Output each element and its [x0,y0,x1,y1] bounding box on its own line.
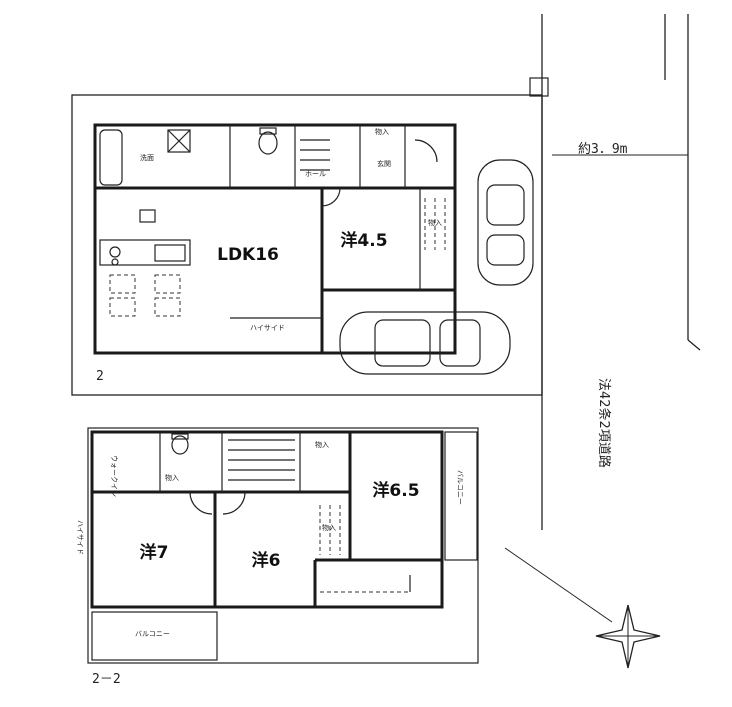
car-icons [339,159,534,375]
label-walkin: ウォークイン [110,455,118,497]
label-entrance: 玄関 [377,159,391,168]
label-balcony-2: バルコニー [456,470,464,505]
room-western-6: 洋6 [252,550,281,571]
room-western-4-5: 洋4.5 [340,230,387,251]
floor2-walls [87,427,479,664]
label-storage-2: 物入 [165,473,179,482]
room-ldk: LDK16 [217,245,279,265]
frontage-label: 約3．9m [578,142,628,157]
floor-2-label: 2－2 [92,672,121,687]
label-balcony-1: バルコニー [135,630,170,638]
road-label: 法42条2項道路 [596,378,612,468]
label-storage-1: 物入 [428,218,442,227]
compass-icon [504,547,661,669]
room-western-7: 洋7 [140,542,169,563]
label-storage-4: 物入 [322,523,336,532]
floor1-walls [93,123,457,355]
room-western-6-5: 洋6.5 [372,480,419,501]
floor-1-label: 2 [96,369,104,384]
label-hall: ホール [305,170,326,178]
site-boundary [71,14,701,530]
label-high-side-2: ハイサイド [76,520,84,555]
label-storage-5: 物入 [375,127,389,136]
label-washroom: 洗面 [140,153,154,162]
label-high-side-1: ハイサイド [250,324,285,332]
label-storage-3: 物入 [315,440,329,449]
